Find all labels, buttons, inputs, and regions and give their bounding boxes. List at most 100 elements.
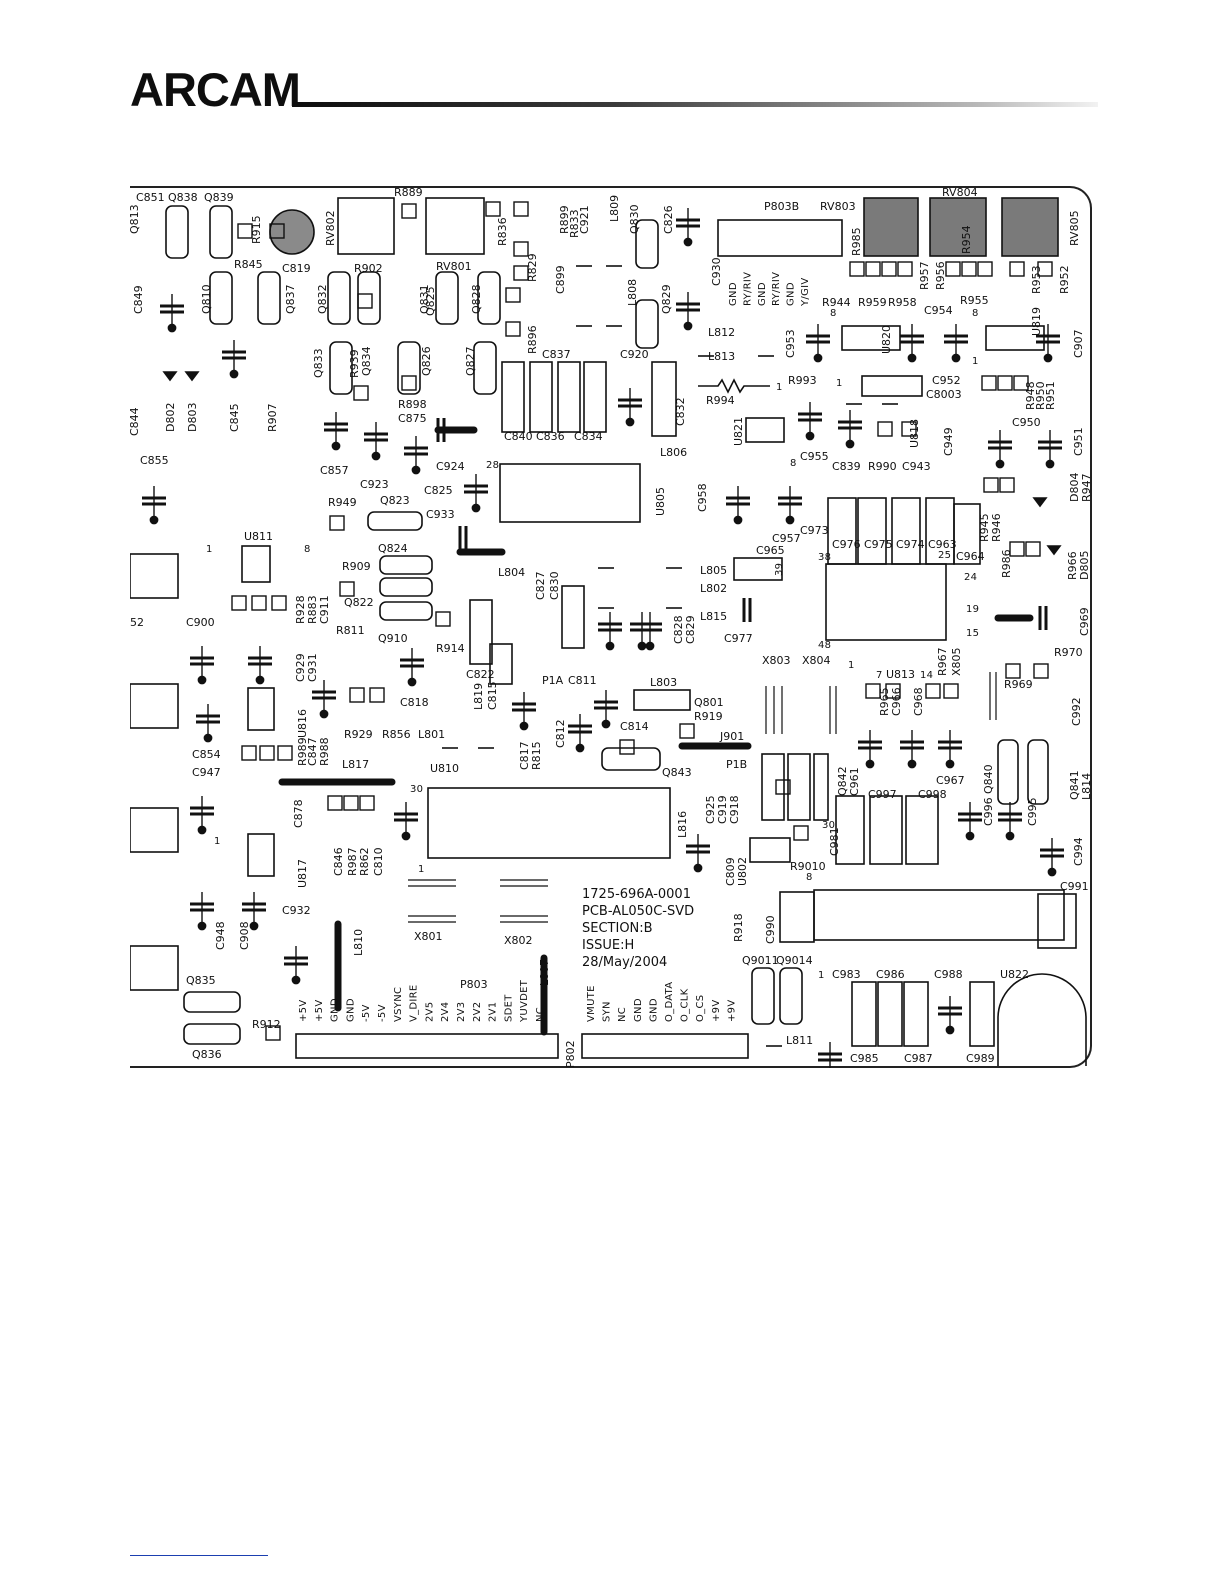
- ref-r836: R836: [496, 217, 509, 246]
- ref-r948: R948: [1024, 381, 1037, 410]
- capacitor-symbol-34: [284, 946, 308, 985]
- smd-pad-15: [897, 261, 913, 277]
- p803-pin-8: 2V5: [424, 1002, 435, 1022]
- ref-c812: C812: [554, 719, 567, 748]
- ref-r915: R915: [250, 215, 263, 244]
- p803-pin-6: VSYNC: [393, 987, 404, 1022]
- capacitor-symbol-25: [512, 692, 536, 731]
- component-body-37: [561, 585, 585, 649]
- ref-c977: C977: [724, 632, 753, 645]
- board-info-line-4: 28/May/2004: [582, 955, 667, 970]
- ref-q841: Q841: [1068, 770, 1081, 800]
- diode-symbol-2: [1032, 497, 1048, 508]
- ref-l803: L803: [650, 676, 677, 689]
- ref-d802: D802: [164, 403, 177, 432]
- component-body-71: [295, 1033, 559, 1059]
- capacitor-symbol-11: [944, 324, 968, 363]
- ref-c968: C968: [912, 687, 925, 716]
- capacitor-symbol-23: [312, 680, 336, 719]
- ref-r956: R956: [934, 261, 947, 290]
- ref-c875: C875: [398, 412, 427, 425]
- capacitor-symbol-2: [324, 412, 348, 451]
- capacitor-symbol-12: [1036, 324, 1060, 363]
- pin-number-pm15: 15: [966, 628, 979, 639]
- ref-c925: C925: [704, 795, 717, 824]
- ref-r945: R945: [978, 513, 991, 542]
- capacitor-pad: [733, 515, 743, 525]
- pin-number-pm48: 48: [818, 640, 831, 651]
- smd-pad-11: [401, 375, 417, 391]
- ref-r989: R989: [296, 737, 309, 766]
- p803-pin-4: -5V: [361, 1004, 372, 1022]
- ref-j901: J901: [719, 730, 744, 743]
- capacitor-pad: [965, 831, 975, 841]
- smd-pad-42: [359, 795, 375, 811]
- pin-number-pm1b: 1: [418, 864, 425, 875]
- component-body-32: [379, 555, 433, 575]
- ref-l806: L806: [660, 446, 687, 459]
- smd-pad-28: [1009, 541, 1025, 557]
- pin-number-pm1g: 1: [818, 970, 825, 981]
- component-body-64: [969, 981, 995, 1047]
- ref-r939: R939: [348, 349, 361, 378]
- ref-r959: R959: [858, 296, 887, 309]
- capacitor-symbol-26: [568, 714, 592, 753]
- smd-pad-23: [1013, 375, 1029, 391]
- ref-r909: R909: [342, 560, 371, 573]
- capacitor-symbol-3: [364, 422, 388, 461]
- ref-r845: R845: [234, 258, 263, 271]
- ref-l815: L815: [700, 610, 727, 623]
- ref-q828: Q828: [470, 284, 483, 314]
- ref-c825: C825: [424, 484, 453, 497]
- ref-r919: R919: [694, 710, 723, 723]
- capacitor-symbol-1: [222, 340, 246, 379]
- capacitor-symbol-13: [798, 402, 822, 441]
- ref-r912: R912: [252, 1018, 281, 1031]
- capacitor-pad: [683, 321, 693, 331]
- capacitor-pad: [907, 353, 917, 363]
- component-body-60: [779, 967, 803, 1025]
- component-body-45: [633, 689, 691, 711]
- ref-x804: X804: [802, 654, 831, 667]
- smd-pad-35: [349, 687, 365, 703]
- ref-x801: X801: [414, 930, 443, 943]
- capacitor-pad: [167, 323, 177, 333]
- capacitor-h-0: [458, 526, 468, 550]
- component-body-17: [397, 341, 421, 395]
- component-body-59: [751, 967, 775, 1025]
- component-body-36: [469, 599, 493, 665]
- ref-c931: C931: [306, 653, 319, 682]
- pin-number-pm39: 39: [774, 563, 785, 576]
- ref-u810: U810: [430, 762, 459, 775]
- capacitor-symbol-31: [190, 796, 214, 835]
- capacitor-symbol-24: [400, 648, 424, 687]
- smd-pad-10: [353, 385, 369, 401]
- ref-r918: R918: [732, 913, 745, 942]
- ref-c991: C991: [1060, 880, 1089, 893]
- ref-c836: C836: [536, 430, 565, 443]
- p802-pin-1: SYN: [602, 1001, 613, 1022]
- smd-pad-14: [881, 261, 897, 277]
- ref-r969: R969: [1004, 678, 1033, 691]
- smd-pad-32: [231, 595, 247, 611]
- capacitor-pad: [411, 465, 421, 475]
- component-body-30: [825, 563, 947, 641]
- diode-symbol-0: [162, 371, 178, 382]
- p803-pin-14: YUVDET: [519, 979, 530, 1023]
- ref-rv804: RV804: [942, 186, 978, 199]
- smd-pad-40: [327, 795, 343, 811]
- capacitor-pad: [683, 237, 693, 247]
- capacitor-symbol-36: [686, 834, 710, 873]
- component-body-46: [601, 747, 661, 771]
- board-info-line-1: PCB-AL050C-SVD: [582, 904, 694, 919]
- component-body-73: [489, 643, 513, 685]
- ref-r967: R967: [936, 647, 949, 676]
- ref-c830: C830: [548, 571, 561, 600]
- capacitor-h-3: [436, 418, 446, 442]
- capacitor-pad: [371, 451, 381, 461]
- ref-c949: C949: [942, 427, 955, 456]
- smd-pad-31: [339, 581, 355, 597]
- capacitor-symbol-10: [900, 324, 924, 363]
- pin-number-pm30a: 30: [410, 784, 423, 795]
